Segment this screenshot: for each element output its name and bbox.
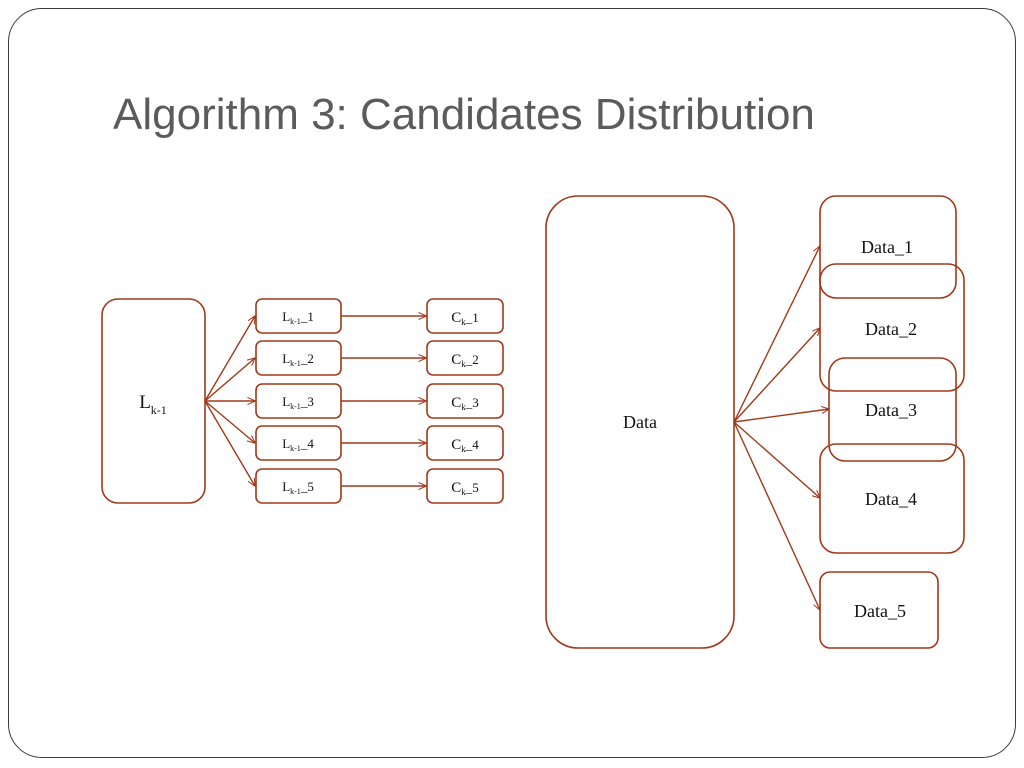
data-part-5: Data_5: [819, 571, 939, 649]
data-part-3: Data_3: [828, 357, 957, 462]
slide-frame: [8, 8, 1016, 758]
svg-text:Data_1: Data_1: [861, 237, 913, 257]
arrow-source-to-partition-2: [204, 358, 255, 402]
arrows: [204, 246, 829, 610]
candidate-node-3: Ck_3: [426, 383, 504, 419]
candidate-node-2: Ck_2: [426, 340, 504, 376]
arrow-source-to-partition-5: [204, 400, 255, 486]
arrow-source-to-partition-1: [204, 316, 255, 402]
data-part-4: Data_4: [819, 443, 965, 554]
partition-node-1: Lk-1_1: [255, 298, 342, 334]
arrow-source-to-partition-4: [204, 400, 255, 443]
svg-text:Ck_1: Ck_1: [451, 310, 479, 327]
candidate-node-1: Ck_1: [426, 298, 504, 334]
svg-text:Lk-1_3: Lk-1_3: [282, 394, 314, 411]
source-node: Lk-1: [101, 298, 206, 504]
svg-text:Data_5: Data_5: [854, 601, 906, 621]
arrow-data-to-part-1: [733, 246, 820, 423]
partition-node-5: Lk-1_5: [255, 468, 342, 504]
svg-text:Ck_4: Ck_4: [451, 437, 479, 454]
svg-text:Ck_3: Ck_3: [451, 395, 479, 412]
data-node: Data: [545, 195, 735, 649]
source-base: L: [139, 392, 151, 413]
arrow-data-to-part-5: [733, 421, 820, 610]
slide-title: Algorithm 3: Candidates Distribution: [113, 90, 815, 139]
candidate-node-5: Ck_5: [426, 468, 504, 504]
arrow-data-to-part-2: [733, 328, 820, 423]
svg-text:Lk-1_5: Lk-1_5: [282, 479, 314, 496]
svg-text:Ck_5: Ck_5: [451, 480, 479, 497]
svg-text:Data_4: Data_4: [865, 489, 917, 509]
svg-text:Ck_2: Ck_2: [451, 352, 479, 369]
svg-text:Lk-1_2: Lk-1_2: [282, 351, 314, 368]
partition-node-2: Lk-1_2: [255, 340, 342, 376]
data-label: Data: [623, 412, 657, 432]
svg-text:Lk-1_1: Lk-1_1: [282, 309, 314, 326]
svg-text:Lk-1: Lk-1: [139, 392, 167, 417]
candidate-node-4: Ck_4: [426, 425, 504, 461]
arrow-data-to-part-3: [733, 409, 829, 423]
svg-text:Data_3: Data_3: [865, 400, 917, 420]
source-sub: k-1: [151, 403, 167, 417]
arrow-data-to-part-4: [733, 421, 820, 498]
data-part-1: Data_1: [819, 195, 957, 299]
partition-node-4: Lk-1_4: [255, 425, 342, 461]
partition-node-3: Lk-1_3: [255, 383, 342, 419]
svg-text:Lk-1_4: Lk-1_4: [282, 436, 314, 453]
svg-text:Data_2: Data_2: [865, 319, 917, 339]
data-part-2: Data_2: [819, 263, 965, 392]
